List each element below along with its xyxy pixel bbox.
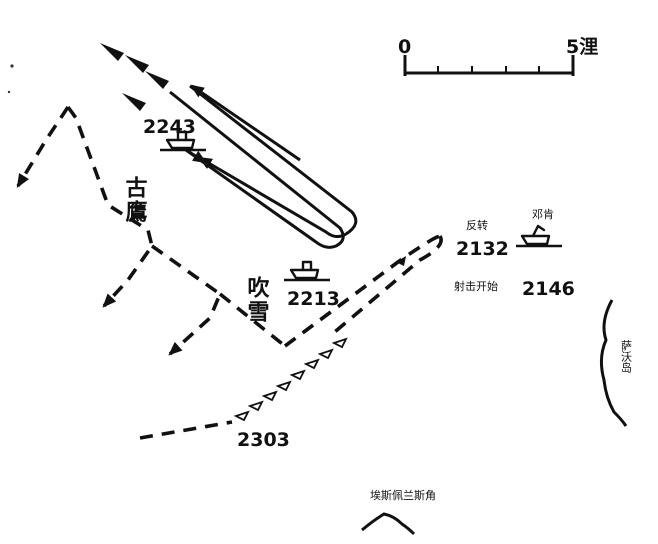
scale-start-label: 0 <box>398 36 411 58</box>
savo-island-coastline <box>599 299 628 427</box>
turn-marker-icon <box>396 256 406 266</box>
speck <box>7 90 11 94</box>
label-island: 萨沃岛 <box>620 340 633 374</box>
time-2146: 2146 <box>522 278 575 300</box>
ship-name-furutaka: 古鷹 <box>122 175 148 224</box>
time-2132: 2132 <box>456 238 509 260</box>
arrow-icon <box>185 148 207 164</box>
ship-duncan-icon <box>516 224 562 248</box>
time-2303: 2303 <box>237 429 290 451</box>
scale-bar: 0 5浬 <box>398 36 598 76</box>
ship-fubuki-icon <box>284 260 330 282</box>
arrow-icon <box>190 84 301 162</box>
japanese-column-tracks <box>169 84 358 249</box>
us-column-ships <box>100 43 169 111</box>
warship-icon <box>145 71 169 89</box>
warship-icon <box>100 43 124 61</box>
time-2213: 2213 <box>287 288 340 310</box>
ship-furutaka-icon <box>160 130 206 152</box>
cape-coastline <box>361 512 416 536</box>
approach-tracks <box>139 234 443 440</box>
retreat-tracks <box>16 105 287 356</box>
scale-end-label: 5浬 <box>566 36 598 58</box>
label-firing-start: 射击开始 <box>454 279 498 293</box>
ship-name-fubuki: 吹雪 <box>244 275 269 324</box>
time-2243: 2243 <box>143 116 196 138</box>
label-enemy-ship: 邓肯 <box>532 208 554 221</box>
warship-icon <box>125 55 149 73</box>
speck <box>10 64 14 68</box>
destroyer-line <box>233 337 348 422</box>
label-reverse: 反转 <box>466 218 488 232</box>
label-cape: 埃斯佩兰斯角 <box>370 488 436 502</box>
warship-icon <box>122 93 146 111</box>
